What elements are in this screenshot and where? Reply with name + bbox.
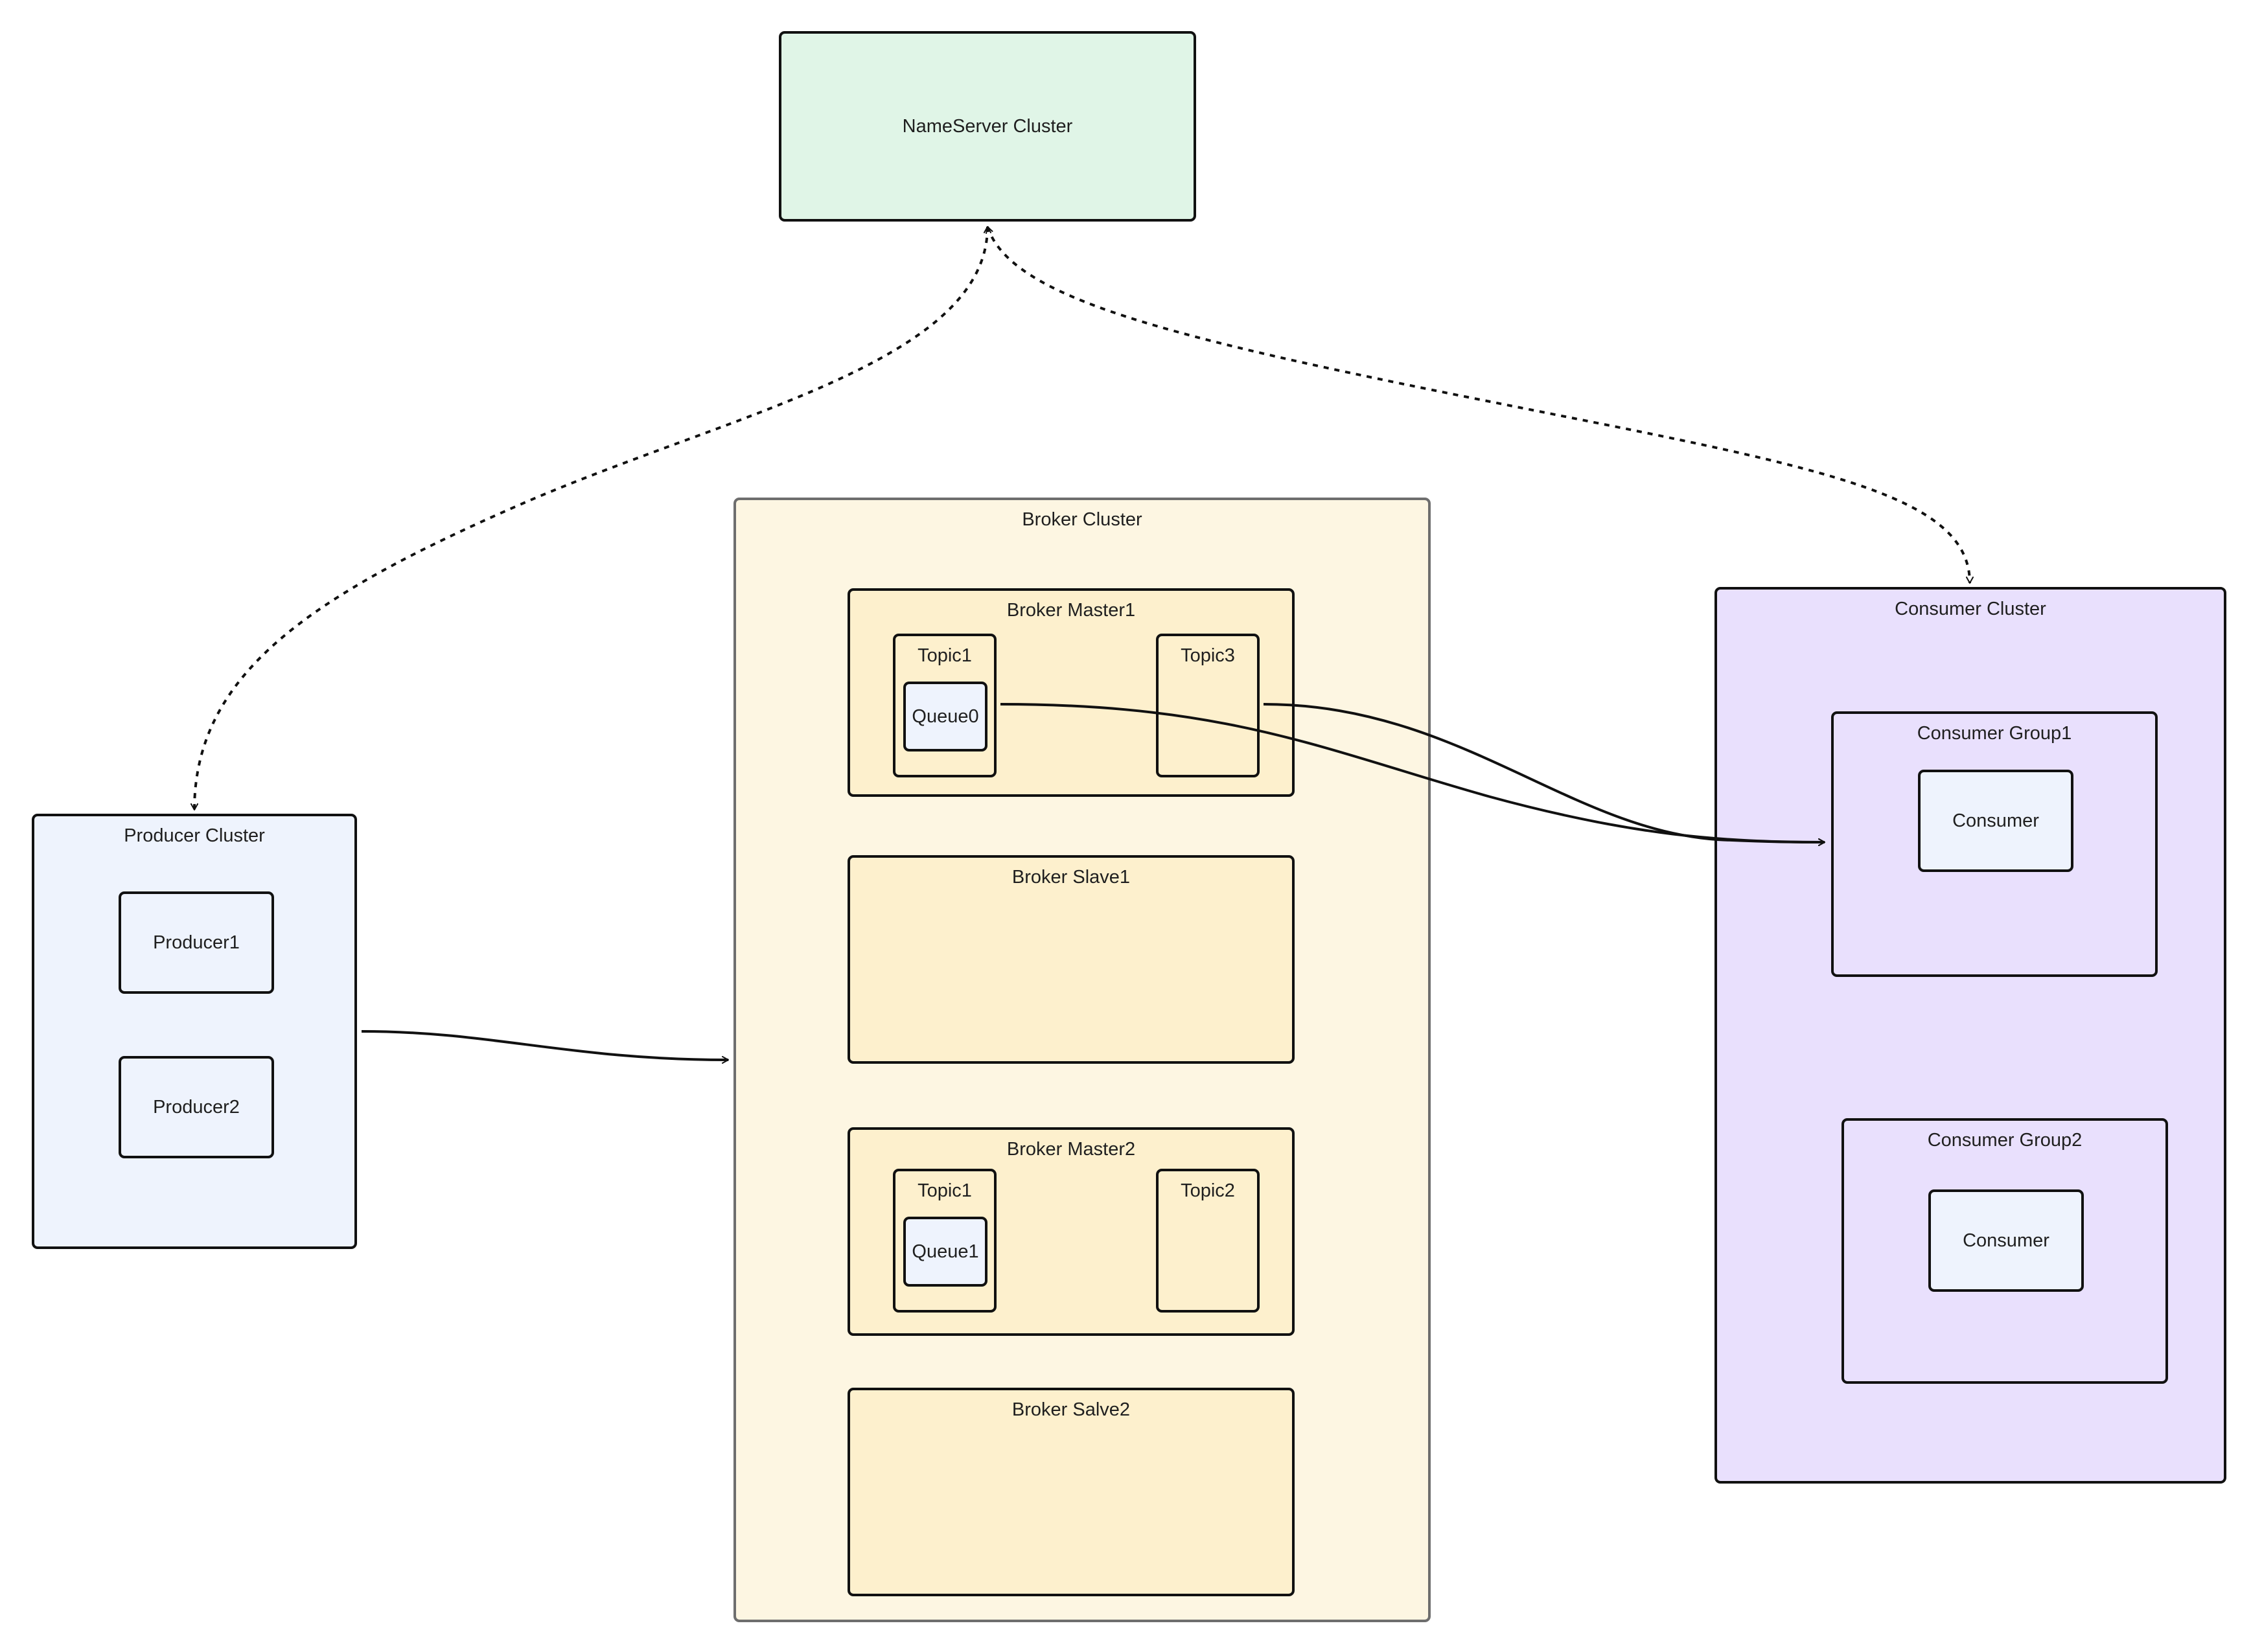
consumer-group1-label: Consumer Group1 (1917, 723, 2072, 744)
producer1-node[interactable]: Producer1 (119, 891, 274, 994)
master1-topic3-label: Topic3 (1181, 645, 1235, 666)
broker-slave1-label: Broker Slave1 (1011, 867, 1131, 888)
producer-cluster-node[interactable]: Producer Cluster Producer1 Producer2 (32, 814, 357, 1249)
broker-slave1-node[interactable]: Broker Slave1 (848, 855, 1295, 1064)
consumer-group1-consumer-node[interactable]: Consumer (1918, 770, 2073, 872)
queue1-node[interactable]: Queue1 (903, 1217, 987, 1287)
nameserver-cluster-node[interactable]: NameServer Cluster (779, 31, 1196, 222)
broker-slave2-node[interactable]: Broker Salve2 (848, 1388, 1295, 1596)
broker-cluster-node[interactable]: Broker Cluster Broker Master1 Topic1 Que… (733, 498, 1431, 1622)
edge-nameserver-consumer[interactable] (986, 226, 1974, 584)
producer-cluster-label: Producer Cluster (124, 825, 265, 846)
master2-topic2-node[interactable]: Topic2 (1156, 1169, 1260, 1313)
consumer-cluster-node[interactable]: Consumer Cluster Consumer Group1 Consume… (1714, 587, 2226, 1484)
broker-slave2-label: Broker Salve2 (1011, 1399, 1131, 1420)
master1-topic1-node[interactable]: Topic1 Queue0 (893, 634, 997, 777)
consumer-group2-node[interactable]: Consumer Group2 Consumer (1841, 1118, 2168, 1384)
nameserver-cluster-label: NameServer Cluster (902, 116, 1073, 137)
master2-topic1-label: Topic1 (918, 1180, 972, 1201)
queue0-node[interactable]: Queue0 (903, 682, 987, 751)
edge-producer-broker[interactable] (361, 1030, 729, 1064)
producer1-label: Producer1 (153, 932, 240, 953)
producer2-label: Producer2 (153, 1097, 240, 1118)
consumer-group2-consumer-node[interactable]: Consumer (1928, 1189, 2084, 1292)
consumer-group2-label: Consumer Group2 (1927, 1130, 2083, 1151)
broker-master2-node[interactable]: Broker Master2 Topic1 Queue1 Topic2 (848, 1127, 1295, 1336)
edge-nameserver-producer[interactable] (190, 226, 991, 810)
broker-master1-label: Broker Master1 (1006, 600, 1136, 621)
queue0-label: Queue0 (912, 706, 979, 727)
edge-topic3-consumer-group1[interactable] (1263, 703, 1825, 846)
master1-topic3-node[interactable]: Topic3 (1156, 634, 1260, 777)
master1-topic1-label: Topic1 (918, 645, 972, 666)
queue1-label: Queue1 (912, 1241, 979, 1262)
consumer-group2-consumer-label: Consumer (1963, 1230, 2049, 1251)
consumer-group1-node[interactable]: Consumer Group1 Consumer (1831, 711, 2158, 977)
master2-topic1-node[interactable]: Topic1 Queue1 (893, 1169, 997, 1313)
broker-master2-label: Broker Master2 (1006, 1139, 1136, 1160)
master2-topic2-label: Topic2 (1181, 1180, 1235, 1201)
broker-master1-node[interactable]: Broker Master1 Topic1 Queue0 Topic3 (848, 588, 1295, 797)
consumer-cluster-label: Consumer Cluster (1895, 599, 2046, 619)
consumer-group1-consumer-label: Consumer (1952, 810, 2039, 831)
broker-cluster-label: Broker Cluster (1022, 509, 1142, 530)
producer2-node[interactable]: Producer2 (119, 1056, 274, 1158)
